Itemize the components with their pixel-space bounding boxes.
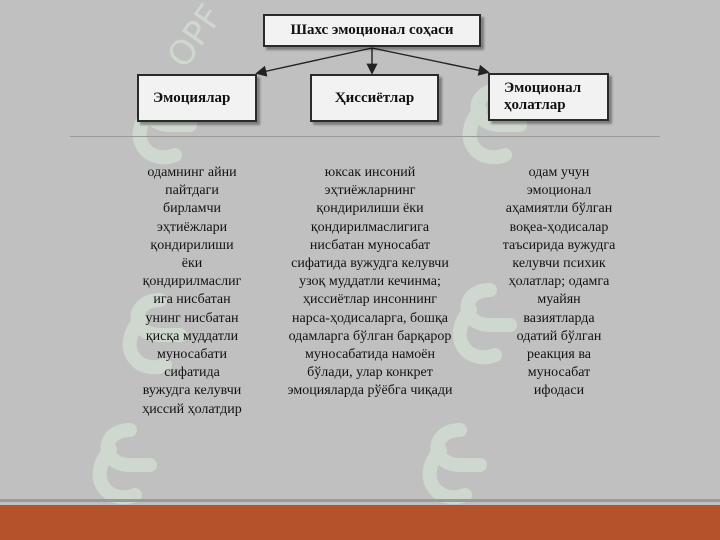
- description-line: қисқа муддатли: [145, 328, 239, 344]
- description-line: муайян: [537, 292, 581, 308]
- description-line: бирламчи: [162, 201, 222, 217]
- description-line: ҳиссиётлар инсоннинг: [302, 292, 437, 308]
- node-feelings: Ҳиссиётлар: [310, 74, 439, 122]
- description-line: вазиятларда: [523, 310, 595, 326]
- description-line: сифатида: [164, 365, 220, 381]
- description-line: одам учун: [528, 165, 590, 180]
- description-emotions: одамнинг айни пайтдаги бирламчи эҳтиёжлари қ…: [130, 164, 254, 419]
- description-line: ҳолатлар; одамга: [508, 274, 610, 290]
- description-line: қондирилмаслиг: [142, 274, 242, 290]
- description-line: пайтдаги: [165, 183, 219, 199]
- description-feelings: юксак инсоний эҳтиёжларнинг қондирилиши ёк…: [270, 164, 470, 401]
- arrow-to-emotions: [255, 47, 373, 77]
- node-emotional-states-label-line: ҳолатлар: [504, 97, 566, 113]
- svg-text:OPF: OPF: [160, 0, 231, 75]
- description-line: муносабатида намоён: [305, 347, 435, 363]
- description-line: ёки: [181, 256, 203, 272]
- footer-divider: [0, 499, 720, 502]
- description-line: нарса-ҳодисаларга, бошқа: [292, 310, 448, 326]
- description-line: унинг нисбатан: [145, 310, 239, 326]
- description-line: одамнинг айни: [147, 165, 237, 180]
- root-node-label: Шахс эмоционал соҳаси: [290, 22, 454, 38]
- description-line: ифодаси: [533, 383, 585, 399]
- description-line: аҳамиятли бўлган: [505, 201, 613, 217]
- description-line: воқеа-ҳодисалар: [509, 219, 609, 235]
- node-feelings-label: Ҳиссиётлар: [334, 89, 415, 106]
- description-line: таъсирида вужудга: [502, 237, 616, 253]
- description-line: нисбатан муносабат: [309, 237, 431, 253]
- node-emotions: Эмоциялар: [137, 74, 257, 122]
- description-line: қондирилмаслигига: [310, 219, 430, 235]
- description-line: эҳтиёжлари: [156, 219, 228, 235]
- divider-line: [70, 136, 660, 137]
- arrow-to-states: [371, 47, 490, 76]
- root-node: Шахс эмоционал соҳаси: [263, 14, 481, 47]
- description-line: одатий бўлган: [516, 328, 602, 344]
- description-line: қондирилиши: [150, 237, 234, 253]
- description-line: қондирилиши ёки: [316, 201, 424, 217]
- description-line: реакция ва: [527, 347, 591, 363]
- description-line: эмоционал: [526, 183, 592, 199]
- description-line: бўлади, улар конкрет: [307, 365, 433, 381]
- description-line: келувчи психик: [512, 256, 606, 272]
- description-line: ига нисбатан: [153, 292, 231, 308]
- node-emotions-label: Эмоциялар: [153, 89, 231, 106]
- description-line: муносабат: [527, 365, 591, 381]
- footer-bar: [0, 505, 720, 540]
- description-emotional-states: одам учун эмоционал аҳамиятли бўлган воқеа-…: [490, 164, 628, 401]
- description-line: сифатида вужудга келувчи: [291, 256, 449, 272]
- description-line: юксак инсоний: [324, 165, 416, 180]
- description-line: ҳиссий ҳолатдир: [142, 401, 242, 417]
- node-emotional-states: Эмоционал ҳолатлар: [488, 73, 609, 121]
- description-line: одамларга бўлган барқарор: [288, 328, 452, 344]
- description-line: узоқ муддатли кечинма;: [299, 274, 441, 290]
- description-line: эҳтиёжларнинг: [324, 183, 416, 199]
- description-line: эмоцияларда рўёбга чиқади: [287, 383, 453, 399]
- node-emotional-states-label-line: Эмоционал: [504, 80, 582, 96]
- description-line: вужудга келувчи: [142, 383, 242, 399]
- description-line: муносабати: [157, 347, 227, 363]
